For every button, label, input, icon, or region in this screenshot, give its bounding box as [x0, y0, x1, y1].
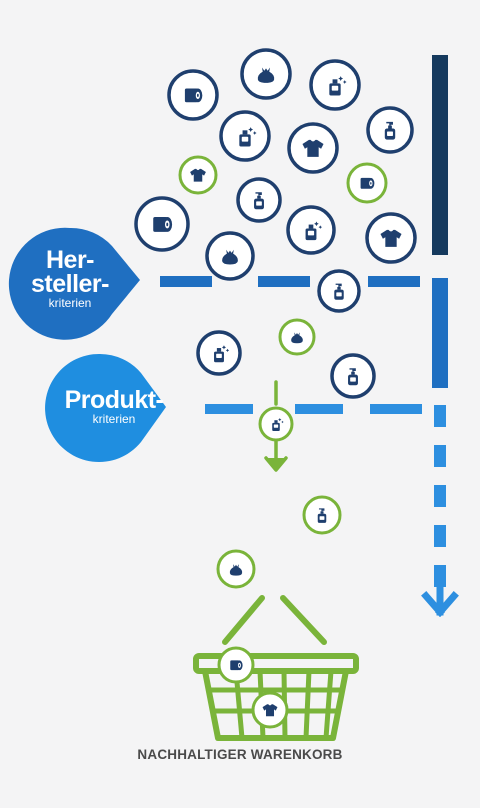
product-icons: [134, 48, 417, 729]
basket-title: NACHHALTIGER WARENKORB: [137, 747, 343, 762]
hersteller-drop-shape: [8, 227, 140, 340]
spray-bottle-icon: [196, 330, 242, 376]
produkt-drop-shape: [45, 353, 166, 462]
t-shirt-icon: [287, 122, 339, 174]
pump-bottle-icon: [366, 106, 414, 154]
t-shirt-icon: [365, 212, 417, 264]
toilet-roll-icon: [346, 162, 388, 204]
hersteller-title-line2: steller-: [31, 270, 109, 298]
t-shirt-icon: [251, 691, 289, 729]
trash-bag-icon: [216, 549, 256, 589]
pump-bottle-icon: [302, 495, 342, 535]
produkt-subtitle: kriterien: [92, 412, 136, 426]
t-shirt-icon: [178, 155, 218, 195]
hersteller-subtitle: kriterien: [48, 296, 92, 310]
produkt-label: Produkt- kriterien: [54, 388, 174, 427]
produkt-title: Produkt-: [64, 386, 164, 414]
toilet-roll-icon: [217, 646, 255, 684]
hersteller-title-line1: Her-: [45, 246, 95, 274]
spray-bottle-icon: [309, 59, 361, 111]
dashed-down-arrow: [421, 405, 459, 617]
dark-progress-bar: [432, 55, 448, 255]
green-down-arrow: [264, 380, 288, 472]
trash-bag-icon: [205, 231, 255, 281]
hersteller-filter-line: [160, 276, 420, 287]
pump-bottle-icon: [330, 353, 376, 399]
spray-bottle-icon: [219, 110, 271, 162]
spray-bottle-icon: [286, 205, 336, 255]
trash-bag-icon: [278, 318, 316, 356]
trash-bag-icon: [240, 48, 292, 100]
pump-bottle-icon: [317, 269, 361, 313]
toilet-roll-icon: [134, 196, 190, 252]
toilet-roll-icon: [167, 69, 219, 121]
pump-bottle-icon: [236, 177, 282, 223]
mid-progress-bar: [432, 278, 448, 388]
produkt-filter-line: [205, 404, 422, 414]
spray-bottle-icon: [258, 406, 294, 442]
hersteller-label: Her- steller- kriterien: [14, 248, 126, 311]
